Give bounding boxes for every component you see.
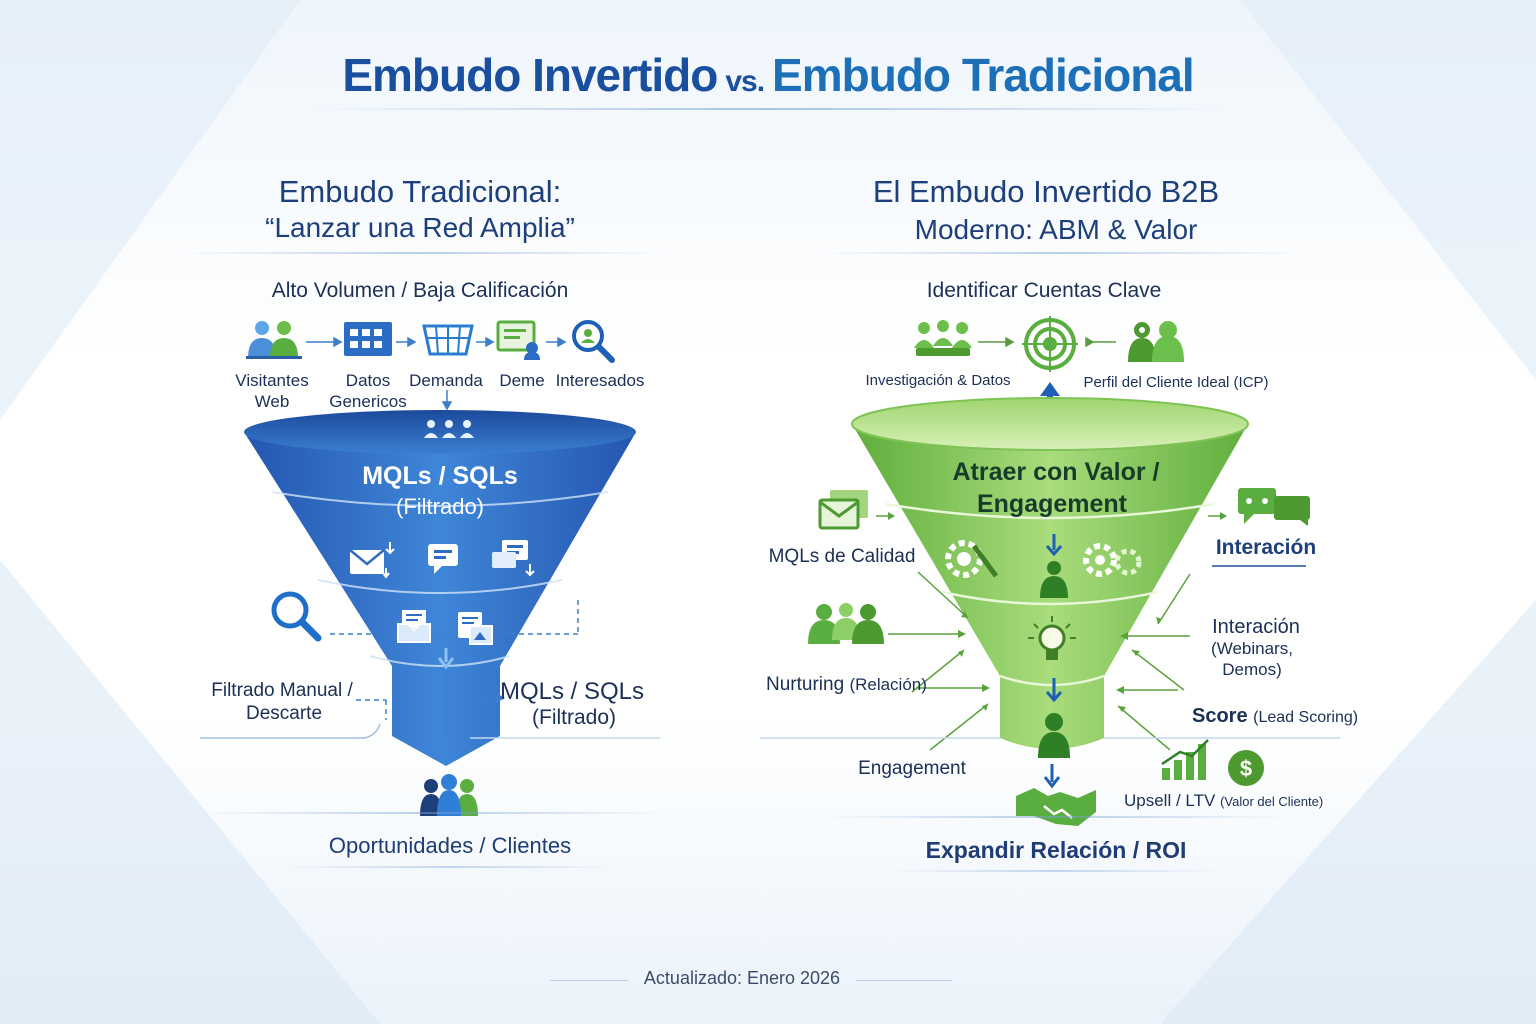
output-label-line1: MQLs / SQLs [499,678,645,705]
filter-label-line2: Descarte [245,703,323,724]
main-title-right: Embudo Tradicional [772,49,1195,101]
upsell-main: Upsell / LTV [1124,791,1216,810]
research-label: Investigación & Datos [865,372,1011,389]
right-bottom-divider [820,816,1290,818]
left-top-label: Alto Volumen / Baja Calificación [271,279,569,302]
magnifier-icon [271,591,322,642]
right-bottom-label: Expandir Relación / ROI [925,837,1187,863]
right-section-subtitle: Moderno: ABM & Valor [914,214,1198,245]
gears-tools-icon [945,540,999,578]
nurturing-sub: (Relación) [849,675,927,694]
down-arrow-icon [437,648,455,670]
left-funnel-label-2: (Filtrado) [395,494,485,519]
data-grid-icon [344,322,392,356]
source-label-web-visitors: Visitantes Web [235,371,309,411]
source-label-interested: Interesados [555,371,645,390]
score-main: Score [1192,705,1248,727]
left-section-subtitle: “Lanzar una Red Amplia” [265,212,575,243]
right-top-label: Identificar Cuentas Clave [926,279,1162,302]
gears-icon [1083,543,1142,577]
lead-person-icon [1040,534,1068,598]
dollar-coin-icon: $ [1228,750,1264,786]
upsell-label: Upsell / LTV (Valor del Cliente) [1124,791,1323,811]
left-bottom-underline [280,866,620,868]
basket-icon [422,324,474,356]
search-user-icon [572,320,615,363]
target-icon [1022,316,1078,372]
footer-updated: Actualizado: Enero 2026 [643,968,841,988]
title-underline [310,108,1226,110]
engagement-label: Engagement [858,758,966,779]
footer-line-left [550,980,628,981]
inbox-icon [397,610,431,643]
right-funnel-label-1: Atraer con Valor / [952,458,1160,486]
score-sub: (Lead Scoring) [1253,709,1359,726]
research-team-icon [914,320,972,356]
right-funnel-label-2: Engagement [976,490,1128,518]
left-bottom-label: Oportunidades / Clientes [328,833,572,858]
email-stack-icon [818,490,868,530]
audience-icon [424,420,474,438]
filter-label-line1: Filtrado Manual / [211,680,353,701]
footer-line-right [856,980,952,981]
svg-text:$: $ [1240,756,1252,781]
ideal-customer-icon [1128,321,1184,362]
handshake-icon [1016,788,1096,826]
chat-icon [428,544,458,574]
interaction2-line3: Demos) [1222,660,1282,679]
mql-quality-label: MQLs de Calidad [768,546,916,567]
nurturing-main: Nurturing [766,674,845,695]
demo-screen-icon [496,320,540,360]
nurturing-label: Nurturing (Relación) [766,674,927,696]
nurturing-group-icon [808,603,884,644]
web-visitors-icon [246,321,302,359]
upsell-sub: (Valor del Cliente) [1220,794,1324,809]
right-title-underline [820,252,1300,254]
customers-icon [420,774,478,816]
main-title-vs: vs. [725,65,765,98]
customer-person-icon [1038,678,1070,758]
right-section-title: El Embudo Invertido B2B [872,174,1220,209]
down-arrow-blue-icon [1043,764,1061,789]
documents-icon [492,540,535,577]
source-label-demo: Deme [499,371,545,390]
interaction-label: Interación [1215,536,1317,559]
main-title-left: Embudo Invertido [342,49,718,101]
email-icon [349,542,395,579]
output-label-line2: (Filtrado) [531,706,617,729]
left-bottom-divider [200,812,670,814]
chat-bubbles-icon [1238,488,1310,526]
interaction2-line2: (Webinars, [1211,639,1293,658]
growth-chart-icon [1161,739,1209,780]
lightbulb-icon [1028,616,1076,660]
source-label-demand: Demanda [409,371,483,390]
left-funnel-label-1: MQLs / SQLs [362,462,518,490]
score-label: Score (Lead Scoring) [1192,705,1358,728]
file-image-icon [458,612,493,645]
right-bottom-underline [890,870,1220,872]
left-title-underline [180,252,660,254]
icp-label: Perfil del Cliente Ideal (ICP) [1083,374,1269,391]
left-section-title: Embudo Tradicional: [278,174,562,209]
source-label-generic-data: Datos Genericos [329,371,407,411]
interaction2-line1: Interación [1212,616,1300,638]
